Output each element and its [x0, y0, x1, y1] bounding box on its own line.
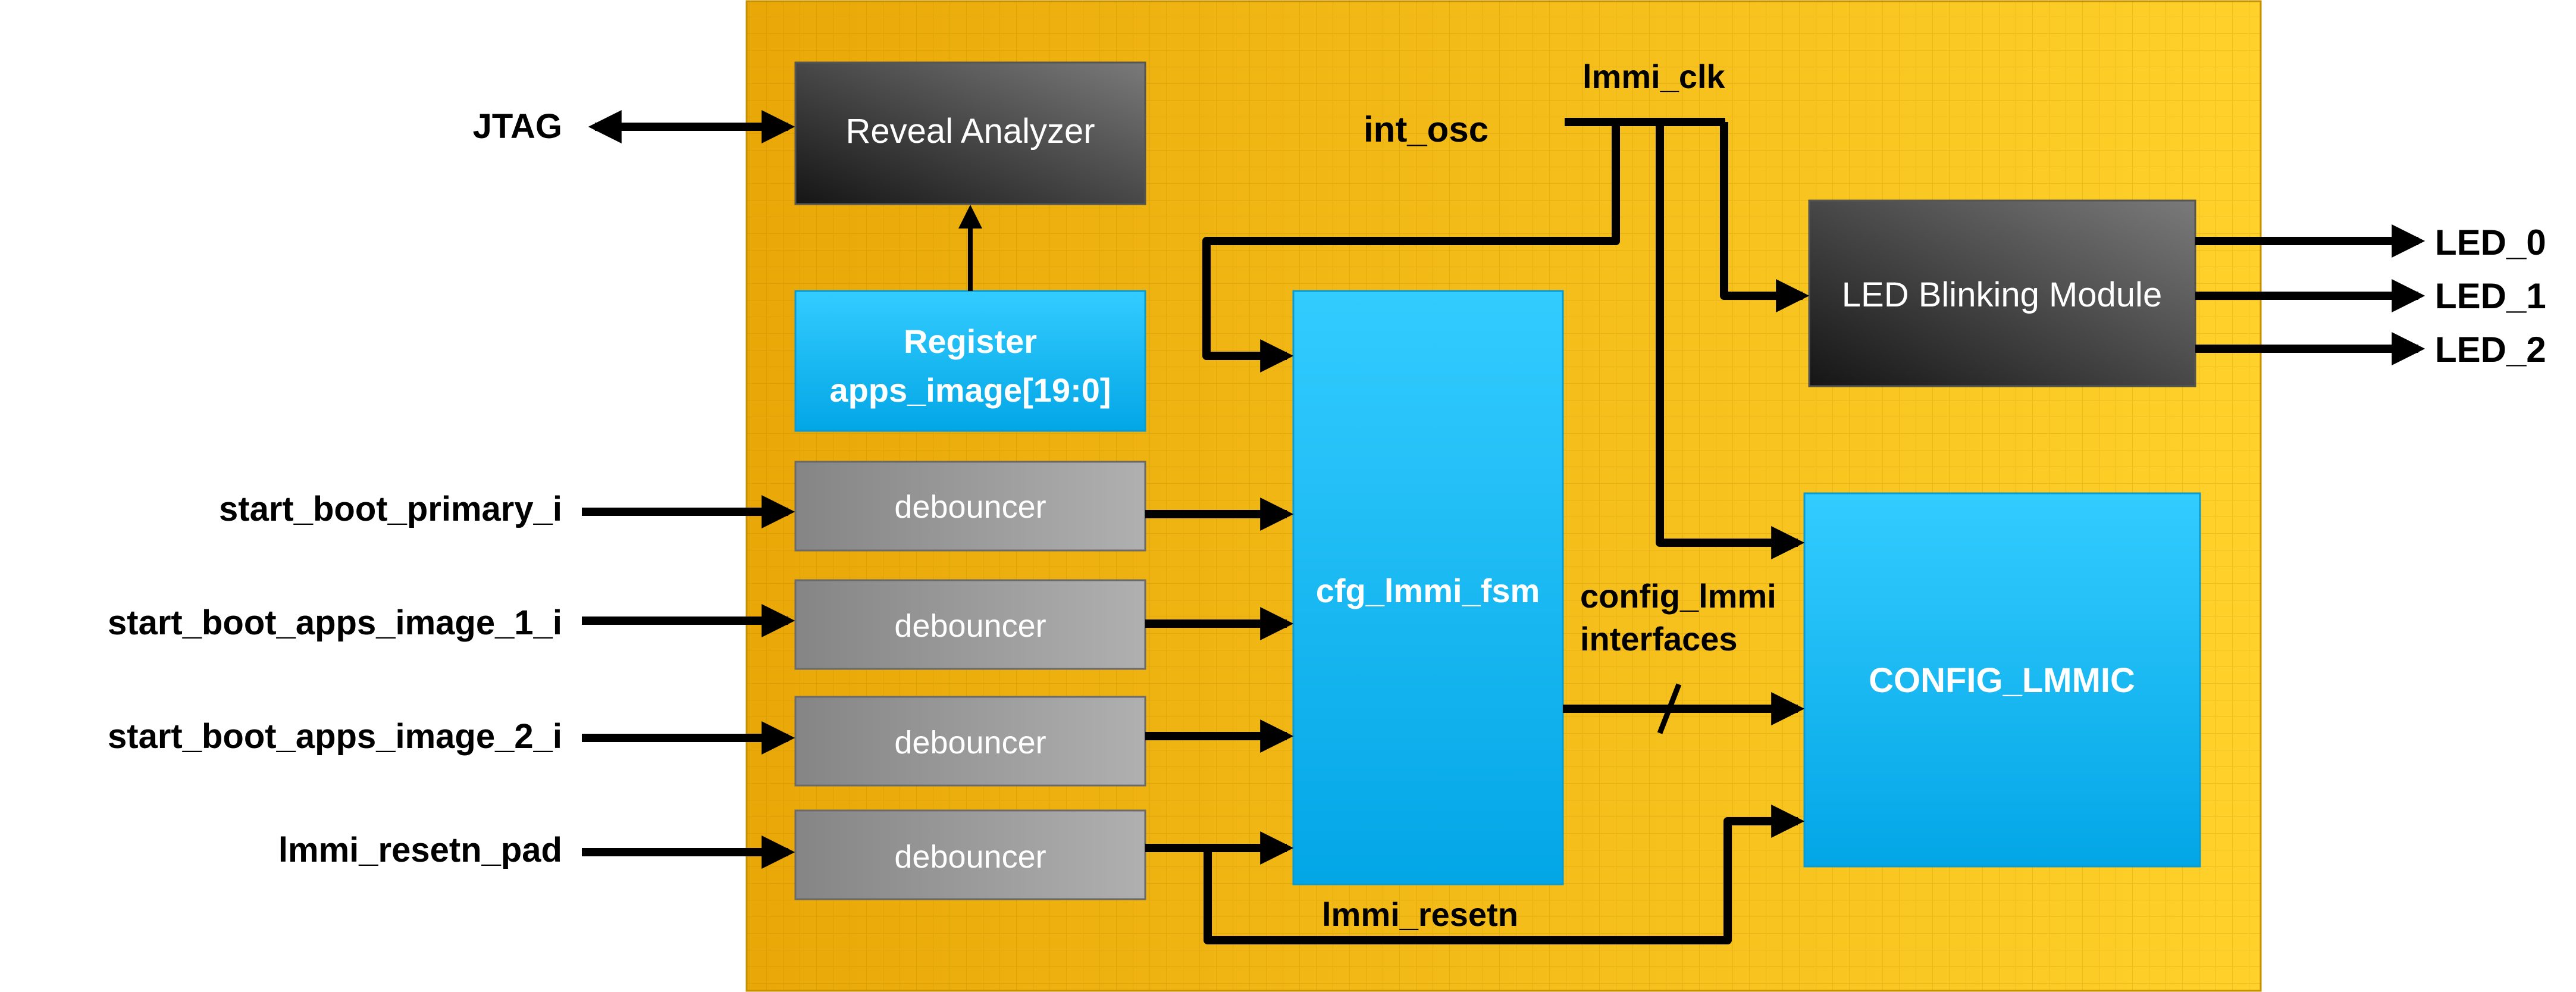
lmmi-clk-label: lmmi_clk — [1582, 58, 1726, 95]
input-label: start_boot_apps_image_2_i — [108, 717, 562, 756]
led-output-label: LED_1 — [2435, 276, 2546, 316]
lmmi-resetn-label: lmmi_resetn — [1322, 896, 1518, 933]
jtag-label: JTAG — [473, 107, 562, 146]
cfg-lmmi-fsm-block[interactable]: cfg_lmmi_fsm — [1292, 290, 1564, 885]
register-block[interactable]: Register apps_image[19:0] — [794, 290, 1146, 432]
debouncer-label: debouncer — [894, 839, 1046, 875]
input-label: start_boot_apps_image_1_i — [108, 603, 562, 642]
led-output-label: LED_0 — [2435, 223, 2546, 262]
int-osc-label: int_osc — [1364, 109, 1488, 149]
debouncer-block[interactable]: debouncer — [794, 461, 1146, 552]
lmmi-resetn-wire — [1204, 805, 1805, 944]
cfg-lmmi-fsm-label: cfg_lmmi_fsm — [1316, 572, 1540, 609]
config-lmmic-block[interactable]: CONFIG_LMMIC — [1803, 492, 2201, 868]
input-label: start_boot_primary_i — [219, 490, 562, 528]
led-output-label: LED_2 — [2435, 330, 2546, 370]
bus-slash-icon — [1657, 683, 1682, 734]
input-label: lmmi_resetn_pad — [278, 831, 562, 869]
lmmi-clk-to-config-wire — [1656, 122, 1805, 559]
lmmi-clk-to-fsm-wire — [1202, 122, 1620, 373]
config-lmmi-label: config_lmmi — [1580, 577, 1776, 615]
debouncer-block[interactable]: debouncer — [794, 809, 1146, 900]
register-label: Register — [904, 323, 1037, 360]
debouncer-label: debouncer — [894, 608, 1046, 644]
reveal-analyzer-block[interactable]: Reveal Analyzer — [794, 61, 1146, 205]
led-blinking-module-label: LED Blinking Module — [1842, 276, 2162, 314]
config-interfaces-label: interfaces — [1580, 620, 1738, 658]
register-width-label: apps_image[19:0] — [829, 371, 1111, 409]
debouncer-label: debouncer — [894, 725, 1046, 761]
debouncer-block[interactable]: debouncer — [794, 696, 1146, 787]
led-blinking-module-block[interactable]: LED Blinking Module — [1808, 199, 2196, 387]
debouncer-label: debouncer — [894, 489, 1046, 525]
lmmi-clk-to-led-wire — [1720, 122, 1810, 312]
debouncer-block[interactable]: debouncer — [794, 579, 1146, 670]
config-lmmic-label: CONFIG_LMMIC — [1869, 661, 2135, 700]
reveal-analyzer-label: Reveal Analyzer — [845, 112, 1095, 151]
